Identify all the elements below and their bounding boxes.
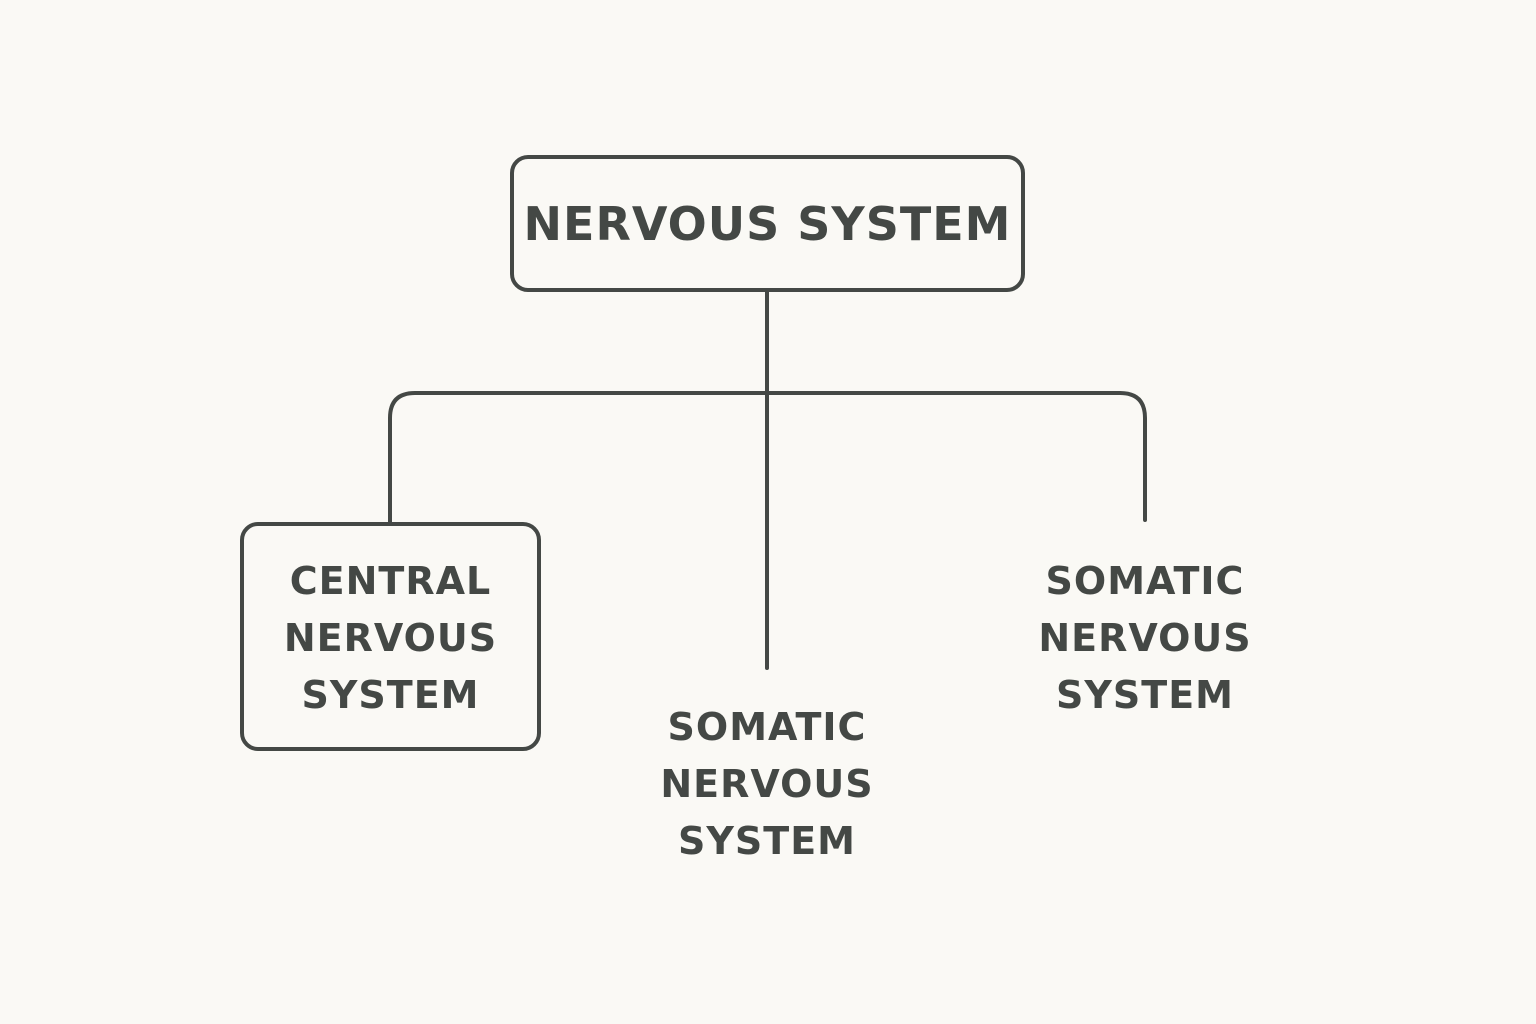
central-label-line-2: NERVOUS <box>283 616 498 660</box>
root-node-box <box>510 155 1025 292</box>
center-label-line-3: SYSTEM <box>678 819 856 863</box>
right-label-line-2: NERVOUS <box>1038 616 1252 660</box>
right-label-line-1: SOMATIC <box>1045 559 1245 603</box>
somatic-nervous-system-center-label: SOMATIC NERVOUS SYSTEM <box>617 699 917 870</box>
central-nervous-system-label: CENTRAL NERVOUS SYSTEM <box>240 553 541 724</box>
root-node-label: NERVOUS SYSTEM <box>523 197 1012 251</box>
central-nervous-system-box <box>240 522 541 751</box>
center-label-line-2: NERVOUS <box>660 762 874 806</box>
central-label-line-3: SYSTEM <box>301 673 480 717</box>
somatic-nervous-system-right-label: SOMATIC NERVOUS SYSTEM <box>995 553 1295 724</box>
central-label-line-1: CENTRAL <box>289 559 492 603</box>
center-label-line-1: SOMATIC <box>667 705 867 749</box>
right-label-line-3: SYSTEM <box>1056 673 1234 717</box>
